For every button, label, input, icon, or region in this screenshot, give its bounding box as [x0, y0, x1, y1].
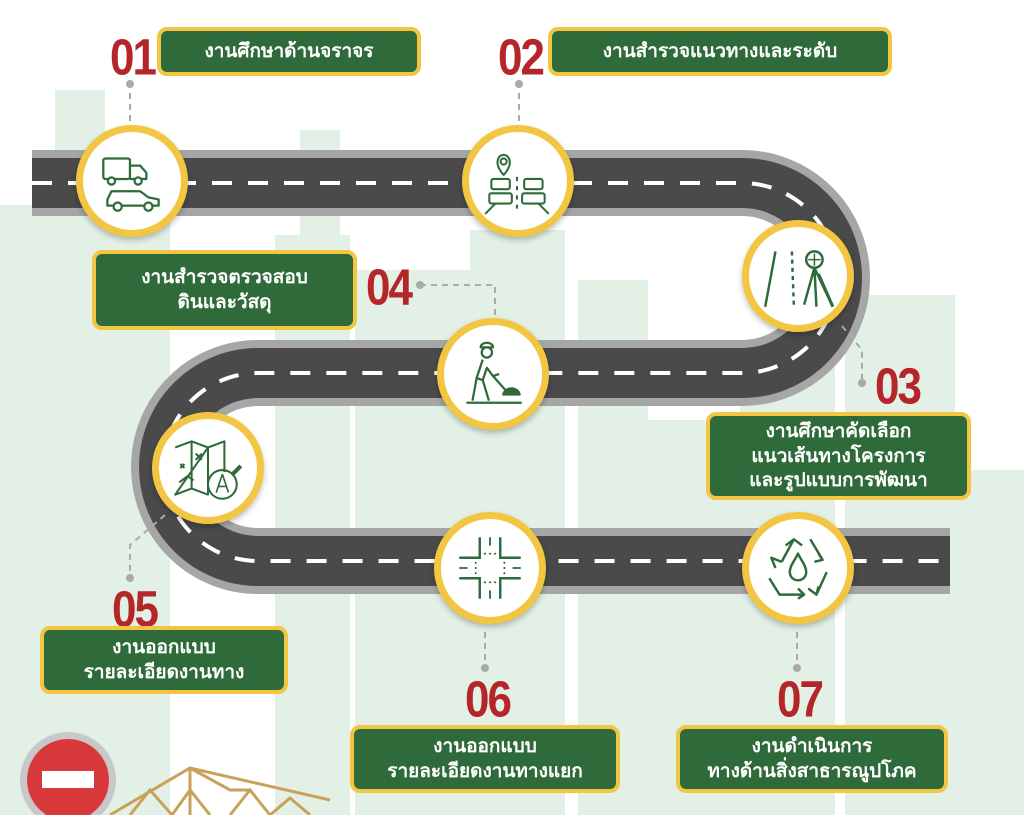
connector-lines — [129, 82, 863, 668]
step-07-label: งานดำเนินการ ทางด้านสิ่งสาธารณูปโภค — [676, 725, 948, 793]
intersection-icon — [459, 537, 521, 599]
step-07-label-text: งานดำเนินการ ทางด้านสิ่งสาธารณูปโภค — [707, 735, 917, 782]
step-02-label-text: งานสำรวจแนวทางและระดับ — [602, 40, 838, 63]
step-04-number: 04 — [366, 259, 413, 316]
step-04-label: งานสำรวจตรวจสอบ ดินและวัสดุ — [92, 250, 357, 330]
construction-crane-icon — [109, 766, 331, 815]
map-magnifier-icon — [174, 440, 243, 500]
step-01-icon-circle — [76, 125, 188, 237]
step-02-label: งานสำรวจแนวทางและระดับ — [548, 27, 892, 76]
step-01-label: งานศึกษาด้านจราจร — [157, 27, 421, 76]
road-survey-icon — [763, 250, 835, 308]
step-04-icon-circle — [437, 318, 549, 430]
step-02-icon-circle — [462, 125, 574, 237]
step-03-number: 03 — [875, 358, 922, 415]
worker-digging-icon — [466, 341, 522, 404]
step-05-label: งานออกแบบ รายละเอียดงานทาง — [40, 626, 288, 694]
connector-dots — [126, 80, 866, 672]
step-05-icon-circle — [152, 412, 264, 524]
step-06-icon-circle — [434, 512, 546, 624]
step-03-label-text: งานศึกษาคัดเลือก แนวเส้นทางโครงการ และรู… — [749, 419, 928, 492]
no-entry-sign-icon — [20, 732, 116, 815]
step-04-label-text: งานสำรวจตรวจสอบ ดินและวัสดุ — [141, 266, 308, 313]
step-06-label: งานออกแบบ รายละเอียดงานทางแยก — [350, 725, 620, 793]
traffic-location-icon — [484, 153, 550, 215]
step-02-number: 02 — [498, 29, 545, 86]
step-06-label-text: งานออกแบบ รายละเอียดงานทางแยก — [387, 735, 583, 782]
step-05-label-text: งานออกแบบ รายละเอียดงานทาง — [83, 636, 245, 683]
step-01-label-text: งานศึกษาด้านจราจร — [204, 40, 374, 63]
step-07-icon-circle — [742, 512, 854, 624]
vehicles-icon — [102, 157, 160, 212]
step-01-number: 01 — [110, 29, 157, 86]
water-recycle-icon — [768, 538, 828, 600]
step-03-icon-circle — [742, 220, 854, 332]
step-06-number: 06 — [465, 671, 512, 728]
step-03-label: งานศึกษาคัดเลือก แนวเส้นทางโครงการ และรู… — [706, 412, 971, 500]
step-07-number: 07 — [777, 671, 824, 728]
